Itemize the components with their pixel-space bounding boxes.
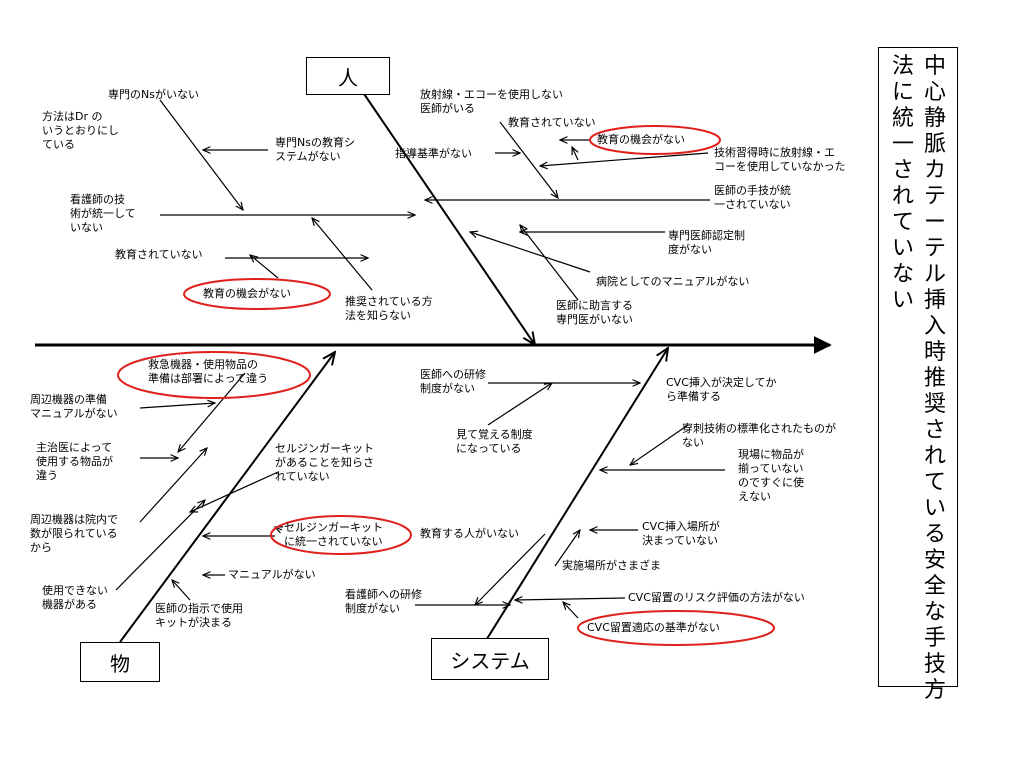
highlight-seldinger-unified — [270, 515, 412, 555]
bone-system — [484, 348, 668, 643]
cause-edu-opportunity: 教育の機会がない — [203, 287, 291, 300]
cause-ns-edu-system: 専門Nsの教育シ ステムがない — [275, 136, 355, 163]
bone-things — [119, 352, 335, 643]
cause-no-specialist-ns: 専門のNsがいない — [108, 88, 199, 101]
cause-doctor-kit: 医師の指示で使用 キットが決まる — [155, 602, 243, 629]
cause-unusable: 使用できない 機器がある — [42, 584, 108, 611]
cause-not-educated-2: 教育されていない — [508, 116, 596, 129]
cause-training-doctors: 医師への研修 制度がない — [420, 368, 486, 395]
cause-doctor-skill: 医師の手技が統 一されていない — [714, 184, 791, 211]
cause-skill-acquisition: 技術習得時に放射線・エ コーを使用していなかった — [714, 146, 846, 173]
cause-items-missing: 現場に物品が 揃っていない のですぐに使 えない — [738, 448, 804, 503]
cause-hospital-manual: 病院としてのマニュアルがない — [596, 275, 750, 288]
cause-no-advisor: 医師に助言する 専門医がいない — [556, 299, 633, 326]
cause-cvc-prep: CVC挿入が決定してか ら準備する — [666, 376, 777, 403]
cause-method-dr: 方法はDr の いうとおりにし ている — [42, 110, 119, 151]
category-people: 人 — [306, 57, 390, 95]
cause-edu-opportunity-2: 教育の機会がない — [597, 133, 685, 146]
effect-text-line2: 法に統一されていない — [891, 54, 914, 313]
cause-peripheral-manual: 周辺機器の準備 マニュアルがない — [30, 393, 118, 420]
cause-manual: マニュアルがない — [228, 568, 316, 581]
cause-puncture-standard: 穿刺技術の標準化されたものが ない — [682, 422, 836, 449]
cause-various-places: 実施場所がさまざま — [562, 559, 661, 572]
cause-not-educated: 教育されていない — [115, 248, 203, 261]
category-system: システム — [431, 638, 549, 680]
highlight-emergency-prep — [117, 351, 311, 399]
effect-text-line1: 中心静脈カテーテル挿入時推奨されている安全な手技方 — [923, 54, 946, 703]
cause-radiation-doctors: 放射線・エコーを使用しない 医師がいる — [420, 88, 563, 115]
cause-nurse-skill: 看護師の技 術が統一して いない — [70, 193, 136, 234]
cause-seldinger-unknown: セルジンガーキット があることを知らさ れていない — [275, 442, 374, 483]
cause-emergency-prep: 救急機器・使用物品の 準備は部署によって違う — [148, 358, 269, 385]
cause-specialist-cert: 専門医師認定制 度がない — [668, 229, 745, 256]
cause-risk-eval: CVC留置のリスク評価の方法がない — [628, 591, 805, 604]
cause-seldinger-unified: セルジンガーキット に統一されていない — [284, 521, 383, 548]
cause-learn-by-watching: 見て覚える制度 になっている — [456, 428, 533, 455]
highlight-edu-opportunity-right — [589, 125, 721, 155]
highlight-cvc-indication — [577, 610, 775, 646]
cause-no-educator: 教育する人がいない — [420, 527, 519, 540]
cause-dont-know-method: 推奨されている方 法を知らない — [345, 295, 433, 322]
cause-indication: CVC留置適応の基準がない — [587, 621, 720, 634]
cause-attending-items: 主治医によって 使用する物品が 違う — [36, 441, 113, 482]
cause-limited-devices: 周辺機器は院内で 数が限られている から — [30, 513, 118, 554]
cause-training-nurses: 看護師への研修 制度がない — [345, 588, 422, 615]
highlight-edu-opportunity-left — [183, 278, 331, 310]
category-things: 物 — [80, 642, 160, 682]
effect-box: 中心静脈カテーテル挿入時推奨されている安全な手技方 法に統一されていない — [878, 47, 958, 703]
cause-guideline: 指導基準がない — [395, 147, 472, 160]
cause-cvc-place: CVC挿入場所が 決まっていない — [642, 520, 720, 547]
bone-people — [359, 87, 535, 345]
